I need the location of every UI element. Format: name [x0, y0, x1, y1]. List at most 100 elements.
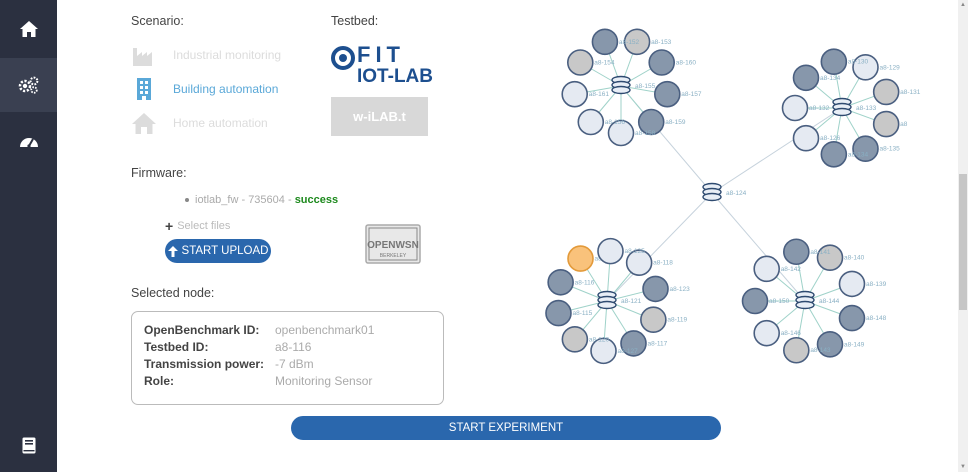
network-node[interactable]: [792, 64, 820, 92]
network-node[interactable]: [820, 140, 848, 168]
network-center-hub[interactable]: [702, 182, 722, 202]
network-node[interactable]: [648, 49, 676, 76]
scenario-label: Scenario:: [131, 14, 184, 28]
network-hub-label: a8-144: [819, 298, 840, 305]
gears-icon: [18, 76, 38, 94]
network-node[interactable]: [852, 135, 879, 163]
network-node[interactable]: [820, 48, 848, 76]
select-files-button[interactable]: +Select files: [165, 218, 230, 234]
network-node[interactable]: [816, 331, 844, 358]
scenario-building-label: Building automation: [173, 82, 279, 96]
network-node[interactable]: [781, 94, 809, 122]
plus-icon: +: [165, 218, 174, 234]
nav-home[interactable]: [0, 2, 57, 56]
network-node-label: a8-154: [594, 60, 615, 67]
network-node[interactable]: [566, 49, 594, 76]
network-node-label: a8-115: [572, 310, 592, 317]
network-node[interactable]: [852, 53, 879, 81]
network-node-label: a8-140: [844, 255, 865, 262]
network-graph[interactable]: a8-153a8-160a8-157a8-159a8-158a8-156a8-1…: [519, 0, 965, 400]
network-node[interactable]: [783, 238, 810, 266]
network-node-label: a8-158: [635, 130, 656, 137]
network-node[interactable]: [597, 237, 624, 265]
network-hub[interactable]: [597, 290, 617, 310]
node-row-tx-power: Transmission power:-7 dBm: [144, 357, 314, 371]
network-node[interactable]: [623, 28, 651, 56]
start-upload-label: START UPLOAD: [181, 245, 269, 257]
scenario-home[interactable]: Home automation: [131, 110, 268, 136]
network-node[interactable]: [741, 287, 769, 315]
network-hub[interactable]: [832, 97, 852, 117]
network-node-label: a8-119: [667, 317, 687, 324]
nav-experiment[interactable]: [0, 58, 57, 112]
home-icon: [19, 21, 38, 37]
home-icon: [132, 113, 156, 134]
network-node-label: a8-139: [866, 281, 887, 288]
dashboard-icon: [19, 138, 38, 148]
network-node[interactable]: [567, 245, 594, 272]
network-node[interactable]: [561, 326, 589, 353]
scenario-industrial[interactable]: Industrial monitoring: [131, 42, 281, 68]
network-node[interactable]: [783, 336, 810, 364]
network-center-label: a8-124: [726, 190, 747, 197]
network-node[interactable]: [816, 244, 844, 271]
start-experiment-button[interactable]: START EXPERIMENT: [291, 416, 721, 440]
network-node-label: a8: [900, 121, 908, 128]
network-hub[interactable]: [611, 75, 631, 95]
network-node-label: a8-131: [900, 89, 921, 96]
wilab-testbed-button[interactable]: w-iLAB.t: [331, 97, 428, 136]
scenario-home-label: Home automation: [173, 116, 268, 130]
network-node[interactable]: [545, 299, 572, 327]
network-node-label: a8-153: [651, 39, 672, 46]
scroll-down-icon[interactable]: ▼: [960, 464, 966, 470]
scenario-building[interactable]: Building automation: [131, 76, 278, 102]
network-node-label: a8-143: [810, 347, 831, 354]
network-node[interactable]: [872, 110, 900, 138]
network-node[interactable]: [653, 80, 681, 108]
network-node[interactable]: [642, 275, 669, 303]
selected-node-panel: OpenBenchmark ID:openbenchmark01 Testbed…: [131, 311, 444, 405]
network-node-label: a8-141: [810, 249, 831, 256]
network-node[interactable]: [547, 268, 574, 296]
network-node-label: a8-150: [769, 298, 790, 305]
network-node[interactable]: [561, 80, 589, 108]
select-files-label: Select files: [177, 220, 231, 232]
scroll-up-icon[interactable]: ▲: [960, 2, 966, 8]
network-node[interactable]: [838, 304, 866, 332]
firmware-status: success: [294, 194, 339, 206]
firmware-label: Firmware:: [131, 166, 187, 180]
network-node-label: a8-161: [589, 91, 610, 98]
network-node[interactable]: [590, 337, 617, 365]
scroll-thumb[interactable]: [959, 174, 967, 310]
network-node[interactable]: [620, 330, 647, 357]
nav-docs[interactable]: [0, 418, 57, 472]
network-node[interactable]: [792, 124, 820, 152]
main-content: Scenario: Testbed: Industrial monitoring…: [57, 0, 958, 472]
network-node[interactable]: [838, 270, 866, 298]
nav-dashboard[interactable]: [0, 114, 57, 168]
network-node-label: a8-118: [653, 260, 673, 267]
network-node[interactable]: [607, 119, 635, 147]
openwsn-logo-subtext: BERKELEY: [380, 253, 407, 259]
network-edge: [711, 107, 843, 194]
network-node-label: a8-125: [624, 248, 645, 255]
network-node[interactable]: [640, 306, 667, 334]
network-hub[interactable]: [795, 290, 815, 310]
network-node-label: a8-120: [589, 336, 610, 343]
network-node[interactable]: [625, 249, 653, 276]
start-upload-button[interactable]: START UPLOAD: [165, 239, 271, 263]
network-node[interactable]: [872, 78, 900, 106]
network-node-label: a8-159: [665, 119, 686, 126]
network-node[interactable]: [637, 108, 665, 136]
network-node-label: a8-149: [844, 341, 865, 348]
network-node[interactable]: [753, 319, 780, 347]
network-node[interactable]: [577, 108, 605, 136]
scrollbar[interactable]: ▲ ▼: [958, 0, 968, 472]
fit-iot-lab-logo[interactable]: FIT IOT-LAB: [331, 38, 441, 86]
network-node-label: a8-117: [647, 340, 667, 347]
network-node-label: a8-135: [880, 146, 901, 153]
network-node[interactable]: [591, 28, 619, 56]
book-icon: [22, 437, 35, 453]
network-node[interactable]: [753, 255, 780, 283]
firmware-file: iotlab_fw - 735604 -: [195, 194, 292, 206]
